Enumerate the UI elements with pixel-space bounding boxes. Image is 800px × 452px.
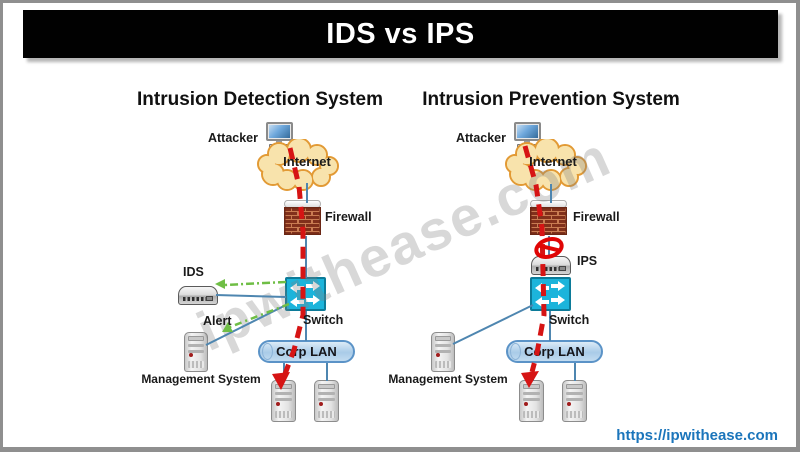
- heading-ids: Intrusion Detection System: [137, 89, 383, 110]
- corp-lan-label-right: Corp LAN: [524, 344, 585, 359]
- heading-ips: Intrusion Prevention System: [422, 89, 680, 110]
- monitor-screen: [513, 122, 541, 141]
- firewall-icon-left: [284, 200, 321, 235]
- ids-monitor-line: [215, 279, 287, 289]
- website-link[interactable]: https://ipwithease.com: [616, 427, 778, 444]
- server-icon-left-2: [314, 380, 339, 422]
- corp-lan-label-left: Corp LAN: [276, 344, 337, 359]
- management-label-left: Management System: [141, 372, 261, 386]
- title-bar: IDS vs IPS: [23, 10, 778, 58]
- firewall-label-right: Firewall: [573, 210, 620, 224]
- switch-arrows: [535, 281, 565, 307]
- internet-label-right: Internet: [529, 154, 577, 169]
- attacker-label-right: Attacker: [455, 131, 506, 145]
- alert-arrow: [222, 302, 290, 332]
- firewall-icon-right: [530, 200, 567, 235]
- attacker-label-left: Attacker: [207, 131, 258, 145]
- corp-lan-icon-left: Corp LAN: [258, 340, 355, 363]
- management-server-icon-left: [184, 332, 208, 372]
- firewall-label-left: Firewall: [325, 210, 372, 224]
- management-label-right: Management System: [388, 372, 508, 386]
- server-icon-right-1: [519, 380, 544, 422]
- switch-arrows: [290, 281, 320, 307]
- corp-lan-icon-right: Corp LAN: [506, 340, 603, 363]
- page-title: IDS vs IPS: [326, 17, 475, 50]
- alert-label: Alert: [203, 314, 232, 328]
- server-icon-right-2: [562, 380, 587, 422]
- ips-device-icon: [531, 256, 571, 275]
- internet-label-left: Internet: [283, 154, 331, 169]
- switch-icon-right: [530, 277, 571, 311]
- server-icon-left-1: [271, 380, 296, 422]
- ids-label: IDS: [183, 265, 204, 279]
- switch-label-left: Switch: [303, 313, 344, 327]
- ids-device-icon: [178, 286, 218, 305]
- monitor-screen: [265, 122, 293, 141]
- switch-label-right: Switch: [549, 313, 590, 327]
- switch-icon-left: [285, 277, 326, 311]
- ips-label: IPS: [577, 254, 598, 268]
- management-server-icon-right: [431, 332, 455, 372]
